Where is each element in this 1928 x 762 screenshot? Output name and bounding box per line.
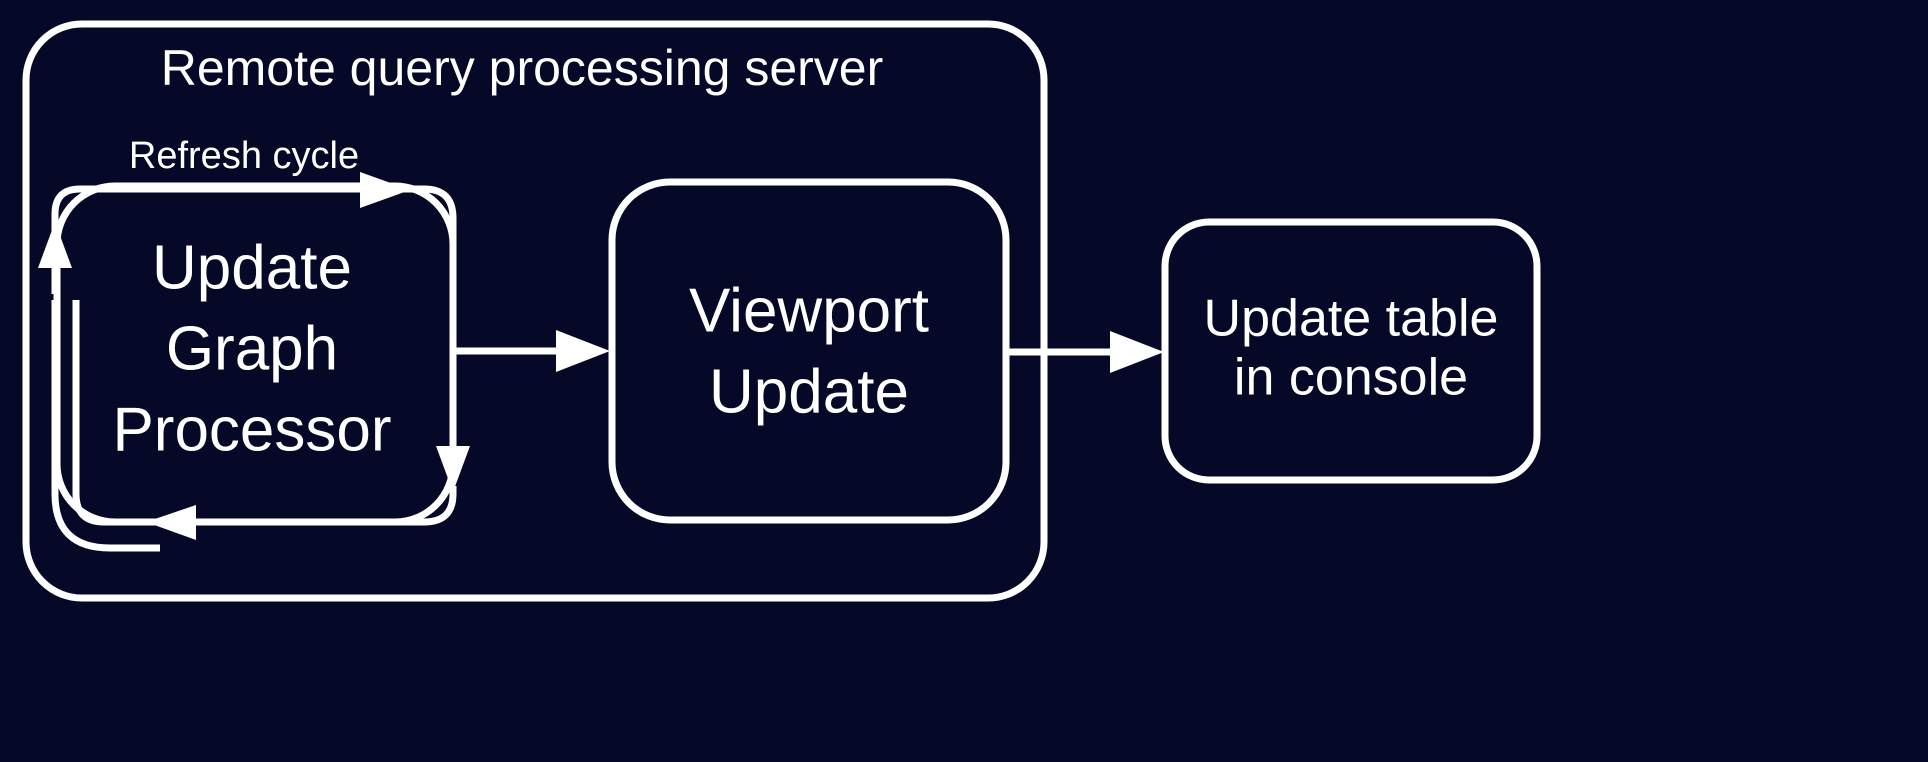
refresh-cycle-loop-top-right: [400, 185, 457, 432]
node-update-table-in-console-line-0: Update table: [1204, 290, 1499, 348]
edge-processor-to-viewport-arrowhead: [556, 330, 610, 372]
node-update-graph-processor-line-0: Update: [152, 233, 352, 302]
refresh-cycle-loop-top: [51, 185, 383, 236]
container-remote-query-processing-server[interactable]: [22, 20, 1048, 602]
node-update-table-in-console[interactable]: [1161, 218, 1541, 484]
node-update-graph-processor-line-1: Graph: [166, 314, 338, 383]
node-viewport-update[interactable]: [608, 178, 1010, 524]
node-update-graph-processor-line-2: Processor: [112, 395, 391, 464]
node-update-table-in-console-line-1: in console: [1234, 349, 1468, 407]
node-viewport-update-line-1: Update: [709, 357, 909, 426]
node-viewport-update-line-0: Viewport: [689, 276, 929, 345]
refresh-cycle-loop-bottom-right: [175, 486, 457, 526]
edge-viewport-to-console-arrowhead: [1110, 331, 1164, 373]
refresh-cycle-arrowhead-right: [360, 172, 410, 208]
container-title: Remote query processing server: [161, 40, 884, 96]
refresh-cycle-loop-left-lower: [51, 300, 160, 552]
refresh-cycle-label: Refresh cycle: [129, 135, 359, 177]
